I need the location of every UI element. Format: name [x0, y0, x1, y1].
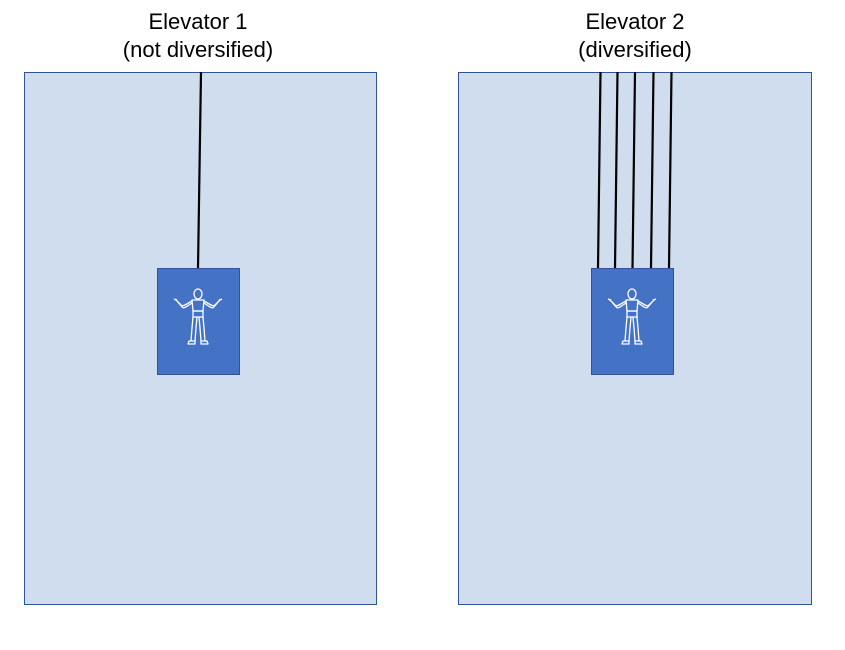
elevator-1-title: Elevator 1 (not diversified) — [48, 8, 348, 64]
elevator-1-subtitle: (not diversified) — [122, 37, 274, 62]
elevator-1-title-text: Elevator 1 — [148, 9, 248, 34]
elevator-2-title-text: Elevator 2 — [585, 9, 685, 34]
elevator-1-cable — [196, 71, 203, 269]
elevator-1-car — [157, 268, 240, 375]
elevator-2-cable — [631, 71, 637, 269]
elevator-2 — [458, 71, 812, 605]
elevator-1 — [24, 71, 377, 605]
elevator-2-cable — [596, 71, 602, 269]
elevator-2-car — [591, 268, 674, 375]
elevator-2-title: Elevator 2 (diversified) — [485, 8, 785, 64]
elevator-2-subtitle: (diversified) — [578, 37, 692, 62]
elevator-2-cable — [649, 71, 655, 269]
elevator-2-cable — [667, 71, 673, 269]
elevator-2-cable — [613, 71, 619, 269]
